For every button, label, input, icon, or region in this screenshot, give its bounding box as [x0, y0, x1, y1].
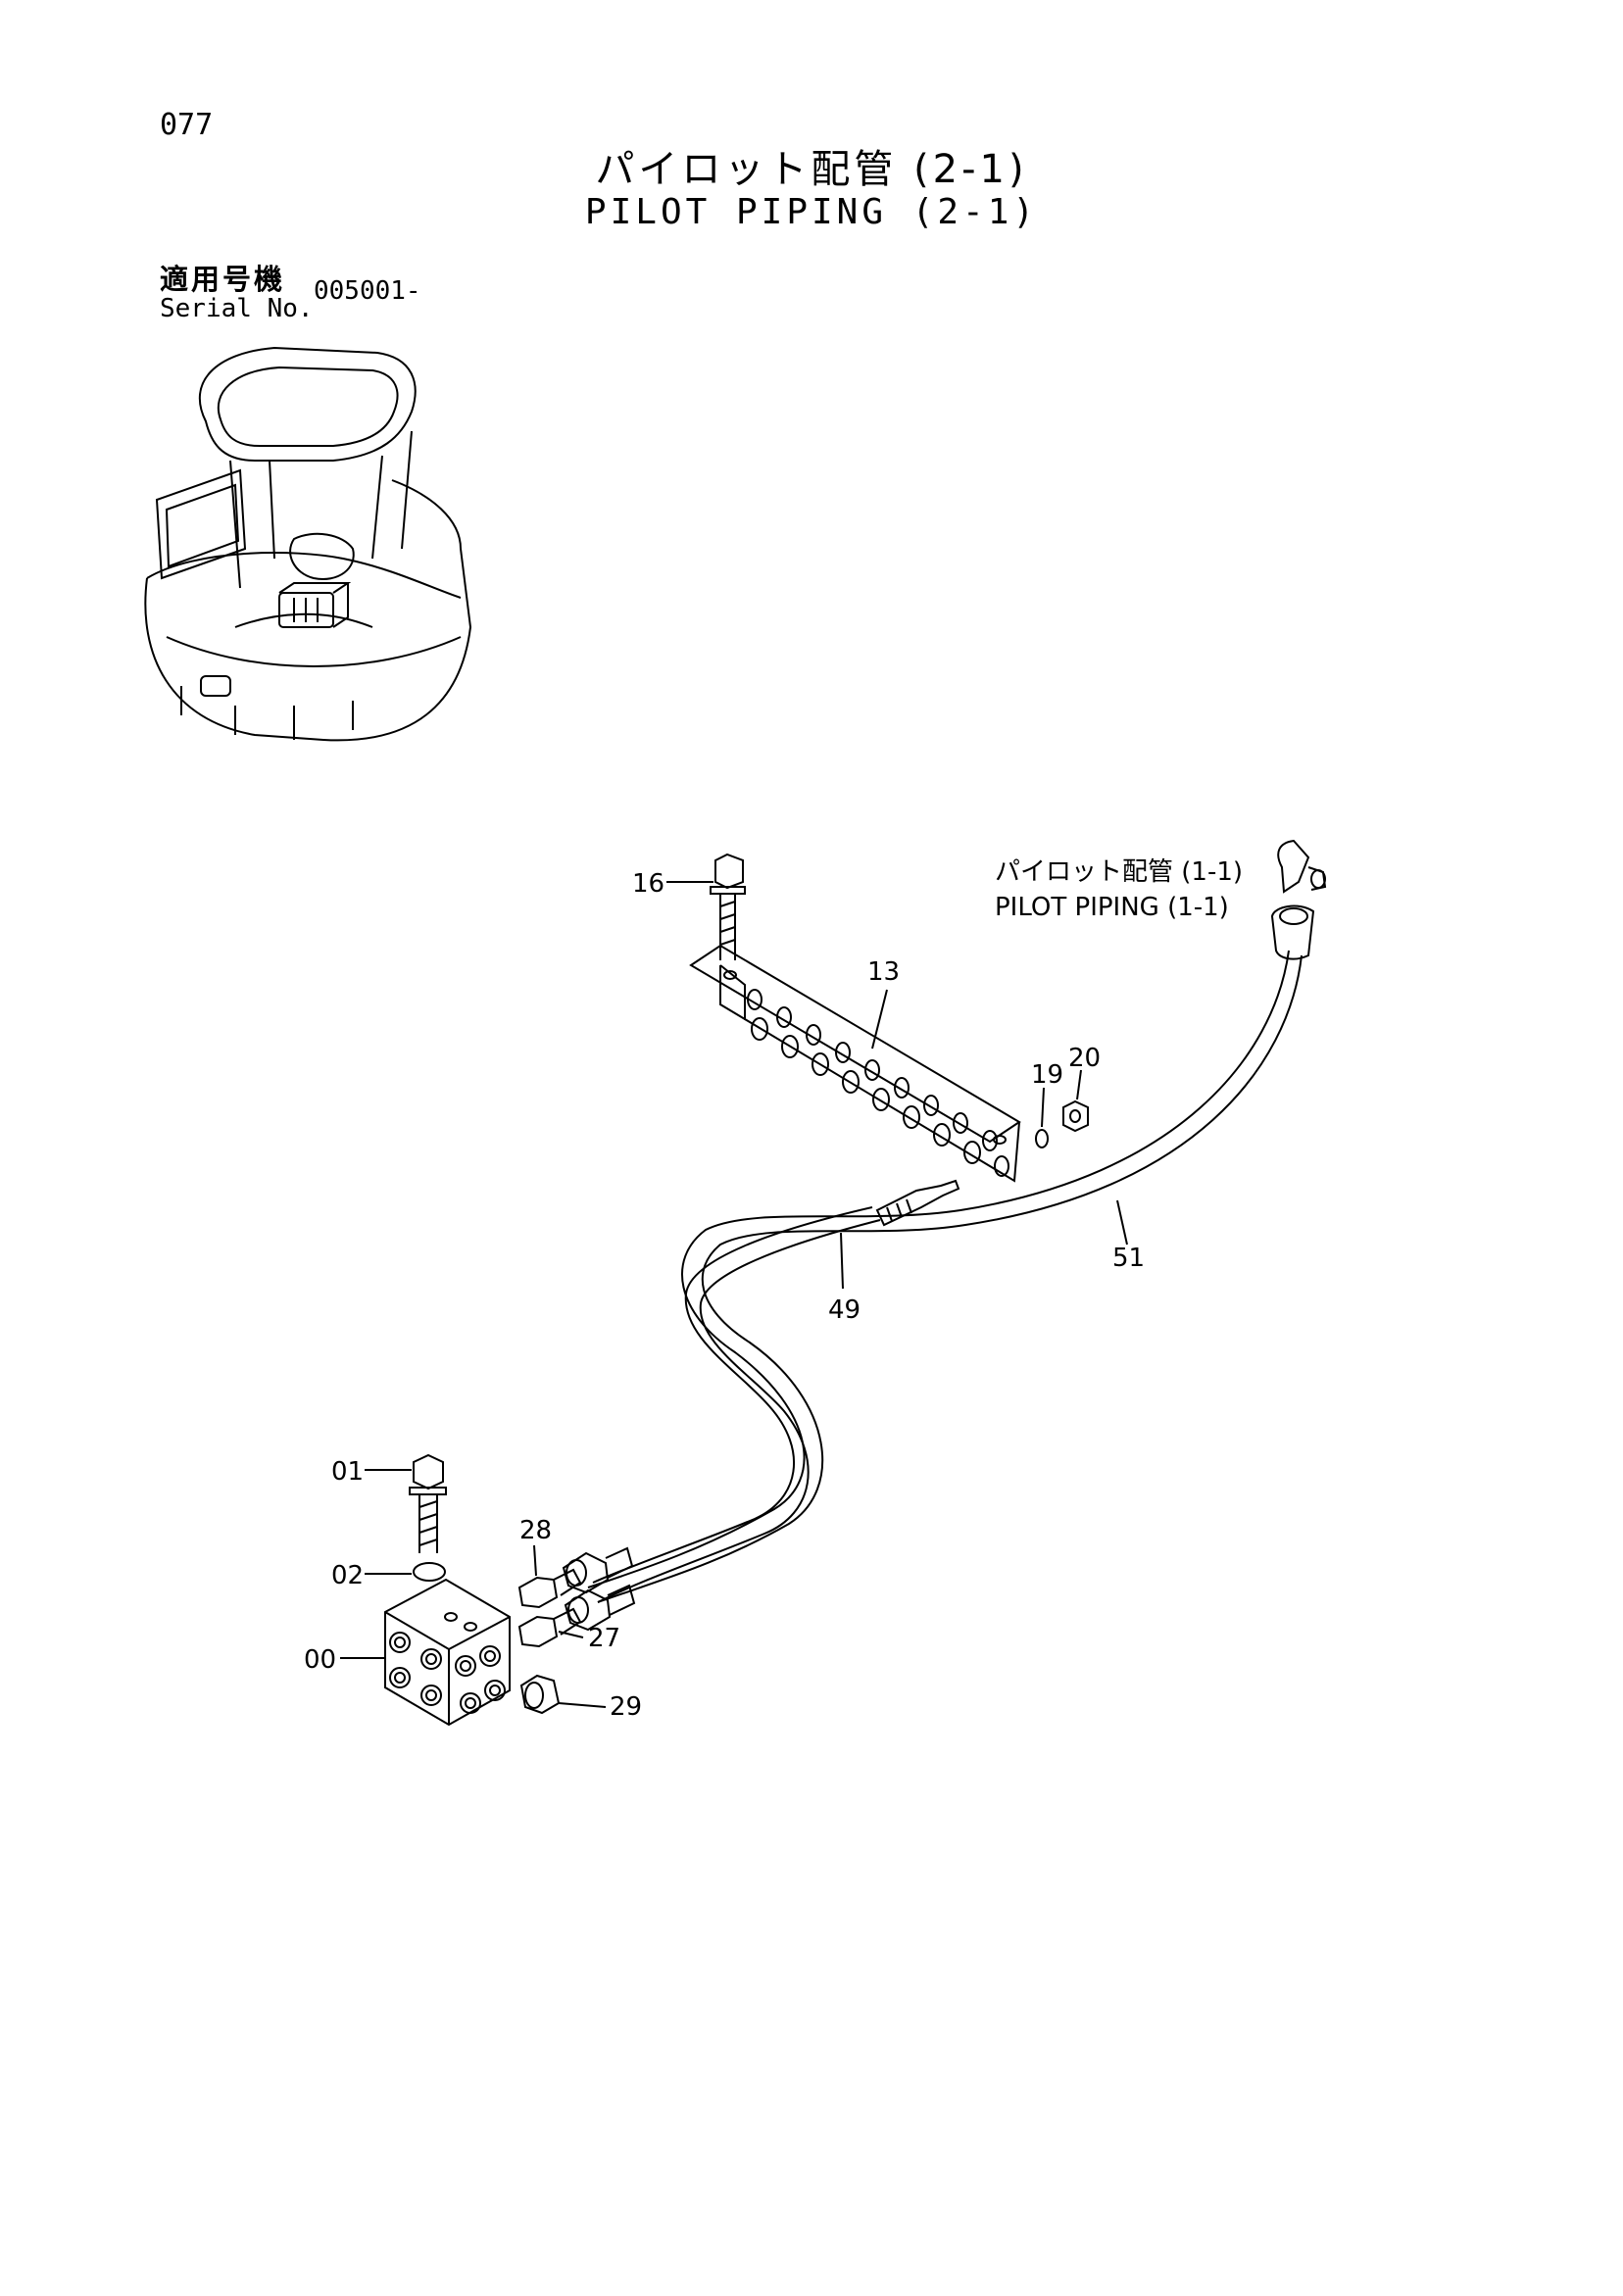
reference-label-japanese: パイロット配管 (1-1) — [995, 857, 1243, 887]
callout-51: 51 — [1112, 1244, 1145, 1273]
callout-29: 29 — [610, 1692, 642, 1722]
callout-labels: 16 13 19 20 51 49 01 02 00 28 27 29 パイロッ… — [304, 857, 1243, 1722]
title-english: PILOT PIPING (2-1) — [584, 192, 1039, 232]
washer-02 — [413, 1562, 446, 1582]
callout-28: 28 — [519, 1516, 552, 1545]
hose-51 — [587, 950, 1290, 1588]
mounting-bracket — [689, 944, 1021, 1183]
callout-16: 16 — [632, 869, 664, 899]
hose-end-fitting — [1270, 904, 1315, 960]
hose-connector-49 — [875, 1179, 960, 1227]
plug-29 — [519, 1674, 561, 1715]
hose-49 — [597, 1219, 881, 1603]
callout-49: 49 — [828, 1295, 861, 1325]
washer-19 — [1035, 1129, 1049, 1148]
callout-13: 13 — [867, 957, 900, 987]
machine-overview-sketch — [144, 346, 472, 742]
nut-20 — [1062, 1099, 1089, 1133]
elbow-fitting — [1277, 839, 1327, 894]
bolt-16 — [710, 853, 746, 960]
reference-label-english: PILOT PIPING (1-1) — [995, 893, 1229, 922]
swivel-fitting-upper — [562, 1546, 634, 1594]
fitting-28 — [517, 1568, 582, 1609]
leader-lines — [340, 881, 1128, 1708]
callout-02: 02 — [331, 1561, 364, 1590]
valve-block-00 — [384, 1578, 511, 1727]
callout-27: 27 — [588, 1624, 620, 1653]
serial-label-english: Serial No. — [160, 294, 314, 323]
swivel-fitting-lower — [564, 1584, 636, 1632]
serial-number-value: 005001- — [314, 276, 421, 306]
title-japanese: パイロット配管 (2-1) — [595, 147, 1028, 192]
callout-20: 20 — [1068, 1044, 1101, 1073]
page-number: 077 — [160, 108, 214, 142]
callout-00: 00 — [304, 1645, 336, 1675]
callout-19: 19 — [1031, 1060, 1063, 1090]
fitting-27 — [517, 1607, 582, 1648]
serial-label-japanese: 適用号機 — [160, 263, 286, 296]
bolt-01 — [409, 1453, 447, 1553]
callout-01: 01 — [331, 1457, 364, 1487]
